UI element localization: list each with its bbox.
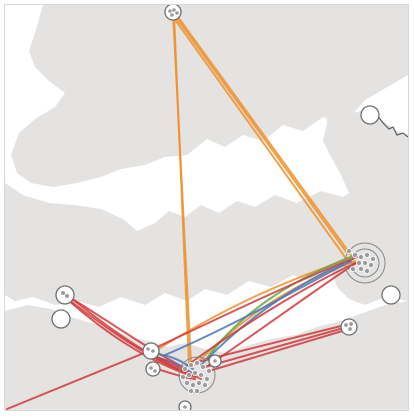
landmass-wales-england (11, 5, 408, 187)
route-red-7[interactable] (66, 298, 196, 378)
node-empty-west[interactable] (51, 309, 71, 329)
route-red-12[interactable] (152, 354, 202, 380)
island-2 (22, 224, 28, 230)
node-cluster-east[interactable] (344, 242, 386, 284)
node-cluster-brittany-east[interactable] (208, 354, 222, 368)
route-red-1[interactable] (152, 256, 358, 350)
route-layer (6, 12, 360, 410)
route-red-5[interactable] (64, 296, 192, 376)
route-orange-5[interactable] (173, 13, 190, 366)
route-red-6[interactable] (68, 296, 184, 368)
landmass-france-east (323, 101, 408, 305)
landmass-brittany (5, 301, 408, 410)
landmass-southwest-england (5, 181, 408, 307)
route-red-2[interactable] (184, 262, 356, 368)
route-blue-2[interactable] (164, 260, 352, 356)
route-orange-2[interactable] (174, 12, 352, 256)
node-empty-east-top[interactable] (360, 105, 380, 125)
node-cluster-brittany-west[interactable] (142, 342, 160, 360)
land-layer (5, 5, 408, 410)
node-cluster-brittany-south[interactable] (178, 400, 192, 410)
route-orange-1[interactable] (172, 12, 348, 254)
node-cluster-brittany-main[interactable] (178, 356, 216, 394)
node-cluster-west[interactable] (55, 285, 75, 305)
route-red-10[interactable] (200, 324, 346, 362)
node-cluster-top[interactable] (164, 5, 182, 21)
country-border (376, 114, 408, 138)
island-1 (11, 211, 19, 219)
node-cluster-east-small[interactable] (340, 318, 358, 336)
route-orange-3[interactable] (170, 13, 346, 258)
node-empty-east-bottom[interactable] (381, 285, 401, 305)
water-channel (155, 151, 241, 173)
node-layer (51, 5, 401, 410)
route-red-9[interactable] (208, 328, 350, 372)
map-frame (4, 4, 409, 411)
map-canvas[interactable] (5, 5, 408, 410)
route-red-3[interactable] (208, 260, 360, 366)
node-cluster-brittany-west-2[interactable] (145, 361, 161, 377)
route-red-11[interactable] (6, 350, 150, 410)
route-red-8[interactable] (204, 326, 348, 368)
